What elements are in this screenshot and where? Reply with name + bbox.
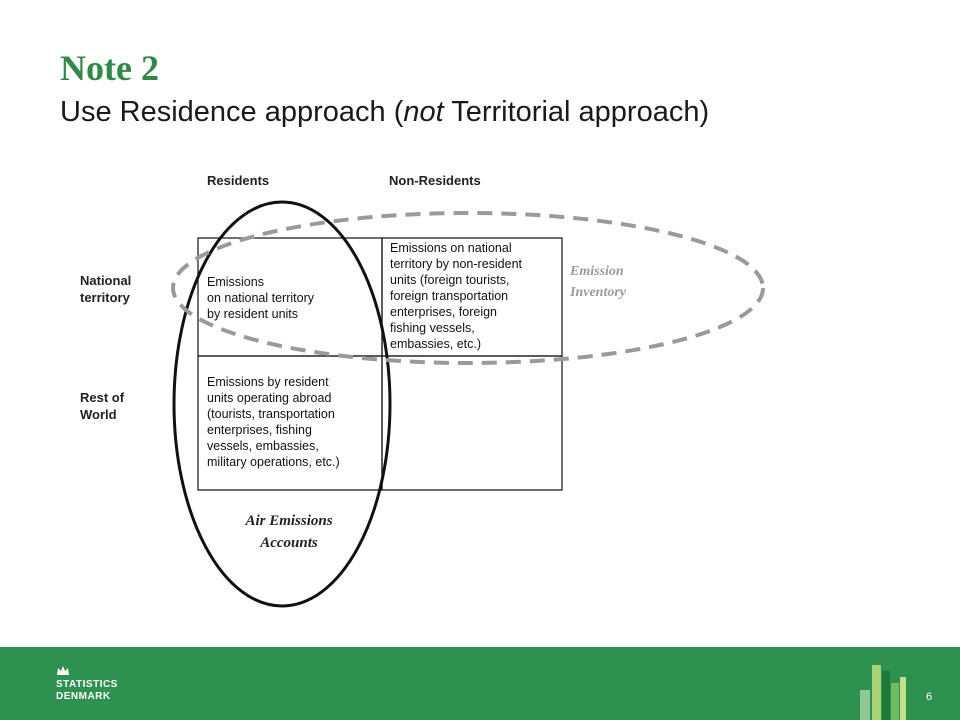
slide-title: Note 2 — [60, 48, 159, 88]
emission-inventory-ellipse — [171, 211, 765, 365]
cell-text-national-nonresidents-4: foreign transportation — [390, 289, 508, 303]
crown-icon — [57, 666, 69, 675]
row-label-rest-1: Rest of — [80, 390, 125, 405]
logo-text-line-1: STATISTICS — [56, 679, 118, 690]
cell-text-national-residents-2: on national territory — [207, 291, 315, 305]
air-emissions-label-2: Accounts — [259, 535, 318, 551]
slide-subtitle: Use Residence approach (not Territorial … — [60, 94, 709, 130]
header-residents: Residents — [207, 173, 269, 188]
air-emissions-accounts-ellipse — [172, 200, 392, 608]
air-emissions-label-1: Air Emissions — [244, 513, 332, 529]
emission-inventory-label-2: Inventory — [569, 285, 627, 300]
cell-text-rest-residents-3: (tourists, transportation — [207, 407, 335, 421]
row-label-national-1: National — [80, 273, 131, 288]
cell-text-rest-residents-2: units operating abroad — [207, 391, 331, 405]
subtitle-after: Territorial approach) — [443, 96, 710, 128]
cell-text-rest-residents-4: enterprises, fishing — [207, 423, 312, 437]
subtitle-before: Use Residence approach ( — [60, 96, 404, 128]
cell-text-national-nonresidents-6: fishing vessels, — [390, 321, 475, 335]
residence-approach-diagram: Residents Non-Residents National territo… — [80, 173, 765, 608]
cell-text-national-residents-1: Emissions — [207, 275, 264, 289]
footer-bar: STATISTICS DENMARK 6 — [0, 647, 960, 720]
emission-inventory-label-1: Emission — [569, 264, 624, 279]
logo-text-line-2: DENMARK — [56, 691, 111, 702]
cell-text-rest-residents-5: vessels, embassies, — [207, 439, 319, 453]
cell-text-rest-residents-6: military operations, etc.) — [207, 455, 340, 469]
cell-text-national-nonresidents-5: enterprises, foreign — [390, 305, 497, 319]
subtitle-emphasis: not — [403, 96, 444, 128]
page-number: 6 — [926, 691, 933, 703]
cell-text-national-nonresidents-3: units (foreign tourists, — [390, 273, 510, 287]
decorative-bars-icon — [860, 665, 906, 720]
cell-rest-nonresidents — [381, 355, 563, 491]
header-non-residents: Non-Residents — [389, 173, 481, 188]
row-label-national-2: territory — [80, 290, 131, 305]
cell-text-national-nonresidents-2: territory by non-resident — [390, 257, 523, 271]
statistics-denmark-logo: STATISTICS DENMARK — [56, 665, 118, 703]
row-label-rest-2: World — [80, 407, 117, 422]
cell-text-national-residents-3: by resident units — [207, 307, 298, 321]
cell-text-rest-residents-1: Emissions by resident — [207, 375, 329, 389]
cell-text-national-nonresidents-7: embassies, etc.) — [390, 337, 481, 351]
cell-text-national-nonresidents-1: Emissions on national — [390, 241, 512, 255]
